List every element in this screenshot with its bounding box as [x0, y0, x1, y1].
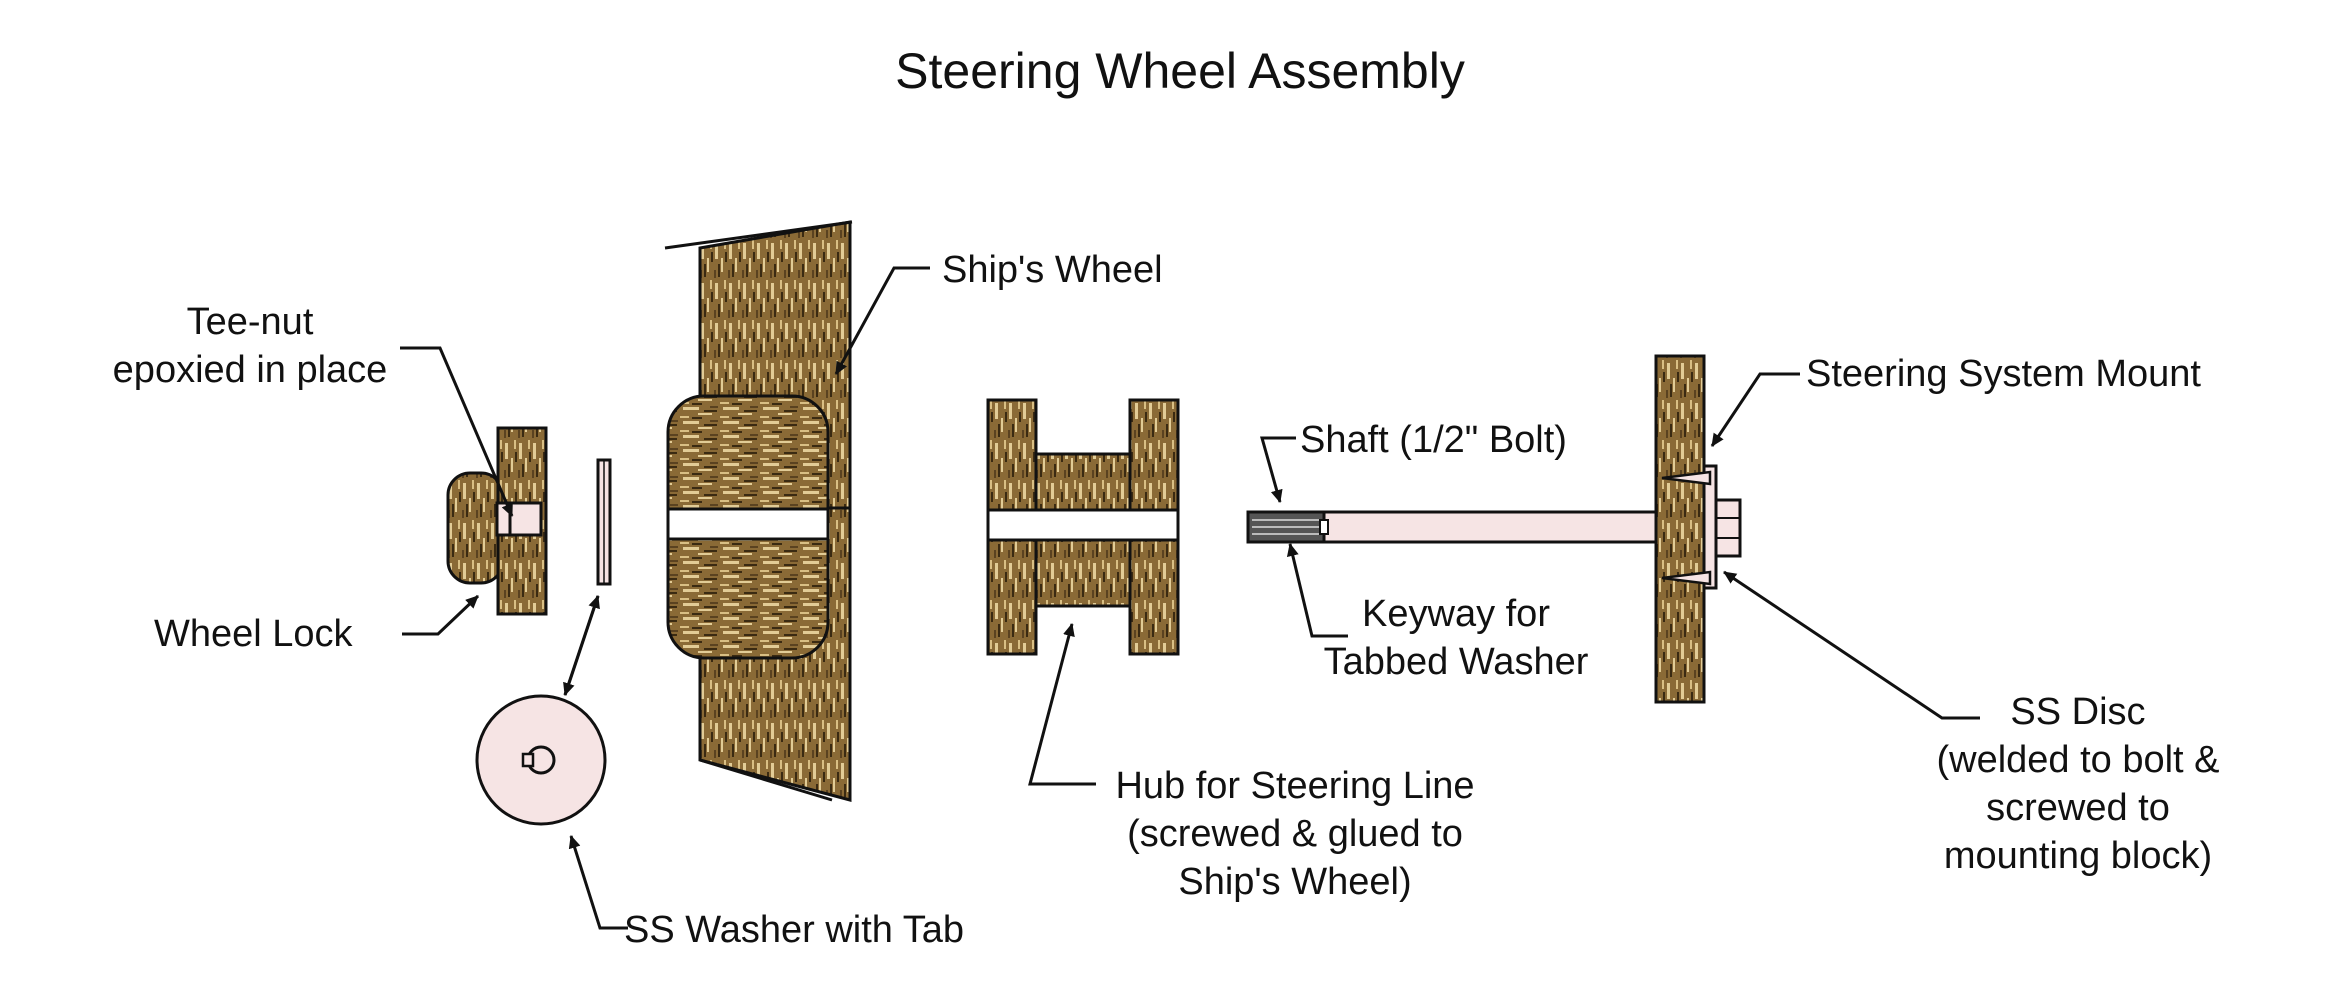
leader-washer-tab	[568, 835, 628, 930]
wheel-lock-knob	[446, 471, 505, 585]
wheel-shaft-bore	[666, 507, 830, 541]
leader-hub	[1028, 623, 1096, 786]
wheel-lock-part	[446, 426, 548, 616]
leader-ships-wheel	[834, 266, 930, 375]
leader-mount	[1710, 372, 1800, 447]
leader-keyway	[1286, 543, 1348, 638]
label-hub-line2: (screwed & glued to	[1127, 813, 1463, 855]
label-ss-disc-line2: (welded to bolt &	[1936, 739, 2219, 781]
label-ss-washer-tab: SS Washer with Tab	[624, 909, 964, 951]
label-wheel-lock: Wheel Lock	[154, 613, 354, 655]
label-keyway-line1: Keyway for	[1362, 593, 1550, 635]
mount-block	[1654, 354, 1706, 704]
ships-wheel-part	[664, 220, 853, 802]
steering-mount-part	[1654, 354, 1718, 704]
shaft-bolt-part	[1246, 498, 1742, 558]
ss-washer-face	[475, 694, 607, 826]
tee-nut	[495, 501, 543, 537]
diagram-title: Steering Wheel Assembly	[895, 43, 1465, 99]
leader-ss-disc	[1723, 570, 1980, 720]
label-tee-nut-line1: Tee-nut	[187, 301, 314, 343]
label-tee-nut-line2: epoxied in place	[113, 349, 388, 391]
disc-screw-bottom	[1661, 570, 1712, 586]
disc-screw-top	[1661, 470, 1712, 486]
label-ss-disc-line1: SS Disc	[2010, 691, 2145, 733]
label-keyway-line2: Tabbed Washer	[1324, 641, 1589, 683]
hub-bore	[986, 508, 1180, 542]
label-shaft: Shaft (1/2" Bolt)	[1300, 419, 1567, 461]
label-steering-mount: Steering System Mount	[1806, 353, 2201, 395]
leader-tee-nut	[400, 346, 514, 517]
leader-shaft	[1260, 436, 1296, 503]
leader-wheel-lock	[402, 594, 480, 636]
washer-tab	[521, 752, 535, 768]
label-ships-wheel: Ship's Wheel	[942, 249, 1163, 291]
label-ss-disc-line4: mounting block)	[1944, 835, 2212, 877]
label-hub-line1: Hub for Steering Line	[1115, 765, 1474, 807]
label-ss-disc-line3: screwed to	[1986, 787, 2170, 829]
label-hub-line3: Ship's Wheel)	[1178, 861, 1411, 903]
ss-disc	[1702, 464, 1718, 590]
steering-hub-part	[986, 398, 1180, 656]
keyway-slot	[1319, 519, 1329, 535]
